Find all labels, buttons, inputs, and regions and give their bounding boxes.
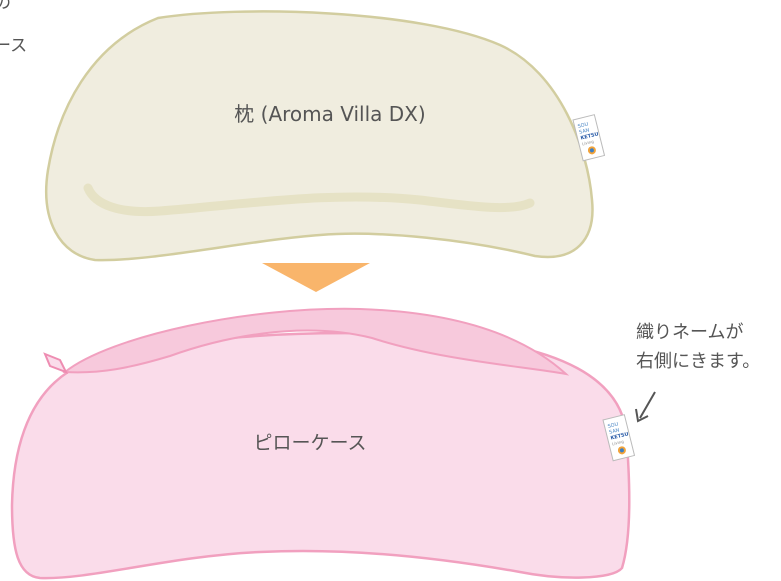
cropped-text-line-2: ース bbox=[0, 36, 28, 56]
svg-text:SAN: SAN bbox=[579, 127, 591, 135]
pillow-label: 枕 (Aroma Villa DX) bbox=[234, 102, 426, 126]
tag-position-note: 織りネームが 右側にきます。 bbox=[636, 318, 760, 376]
svg-text:Living: Living bbox=[611, 439, 624, 447]
pillow-case-label: ピローケース bbox=[253, 432, 367, 454]
note-line-2: 右側にきます。 bbox=[636, 351, 761, 372]
svg-text:SOU: SOU bbox=[607, 421, 619, 430]
pillow-woven-tag: SOU SAN KETSU Living bbox=[572, 114, 606, 162]
pillow-inner-curve bbox=[83, 183, 535, 217]
svg-text:SAN: SAN bbox=[609, 427, 621, 435]
svg-text:Living: Living bbox=[581, 139, 594, 147]
svg-text:KETSU: KETSU bbox=[580, 131, 599, 141]
down-arrow-icon bbox=[262, 263, 370, 292]
note-pointer-line bbox=[639, 391, 656, 419]
pillow-case-woven-tag: SOU SAN KETSU Living bbox=[602, 414, 636, 462]
svg-text:KETSU: KETSU bbox=[610, 431, 629, 441]
svg-text:SOU: SOU bbox=[577, 121, 589, 130]
cropped-text-line-1: の bbox=[0, 0, 11, 13]
pillow-case-flap bbox=[62, 307, 570, 376]
pillow-shape bbox=[45, 10, 594, 262]
note-line-1: 織りネームが bbox=[636, 322, 744, 343]
note-pointer-arrowhead bbox=[635, 408, 649, 423]
pillow-case-corner-tab bbox=[43, 352, 69, 374]
